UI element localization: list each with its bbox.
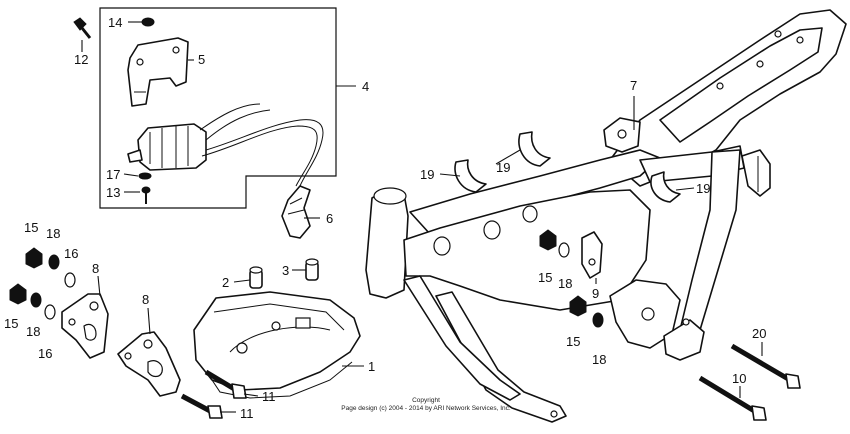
- callout-18-right-lower: 18: [592, 352, 606, 367]
- callout-14: 14: [108, 15, 122, 30]
- engine-mount-bracket-upper: [61, 293, 109, 359]
- nut-15-right-upper: [539, 229, 557, 251]
- nut-14: [141, 17, 155, 27]
- callout-18-right-upper: 18: [558, 276, 572, 291]
- callout-11-lower: 11: [240, 406, 254, 421]
- callout-18-left-lower: 18: [26, 324, 40, 339]
- washer-18-left-upper: [48, 254, 60, 270]
- bolt-12: [73, 17, 92, 39]
- callout-7: 7: [630, 78, 637, 93]
- callout-2: 2: [222, 275, 229, 290]
- washer-16-left-upper: [64, 272, 76, 288]
- nut-15-right-lower: [569, 295, 587, 317]
- washer-17: [138, 172, 152, 180]
- callout-20: 20: [752, 326, 766, 341]
- washer-16-left-lower: [44, 304, 56, 320]
- engine-mount-bracket-lower: [117, 331, 181, 397]
- callout-9: 9: [592, 286, 599, 301]
- bolt-11-lower: [180, 393, 223, 419]
- callout-12: 12: [74, 52, 88, 67]
- copyright-notice: Copyright Page design (c) 2004 - 2014 by…: [341, 397, 511, 412]
- collar-2: [249, 266, 263, 289]
- callout-1: 1: [368, 359, 375, 374]
- callout-8-lower: 8: [142, 292, 149, 307]
- copyright-line-2: Page design (c) 2004 - 2014 by ARI Netwo…: [341, 405, 511, 412]
- callout-4: 4: [362, 79, 369, 94]
- callouts: 14 12 5 4 17 13 6 7 19 19 19 15 18 16 8 …: [4, 15, 766, 421]
- callout-19-right: 19: [696, 181, 710, 196]
- callout-15-left-lower: 15: [4, 316, 18, 331]
- callout-3: 3: [282, 263, 289, 278]
- copyright-line-1: Copyright: [412, 397, 440, 404]
- nut-15-left-upper: [25, 247, 43, 269]
- spark-plug-cap: [281, 185, 311, 239]
- callout-8-upper: 8: [92, 261, 99, 276]
- bracket-9: [581, 231, 603, 279]
- coil-bracket: [127, 37, 189, 107]
- callout-10: 10: [732, 371, 746, 386]
- callout-19-left: 19: [420, 167, 434, 182]
- callout-13: 13: [106, 185, 120, 200]
- callout-16-left-upper: 16: [64, 246, 78, 261]
- washer-18-right-lower: [592, 312, 604, 328]
- ignition-coil-group-box: [99, 7, 356, 209]
- bolt-20: [730, 343, 801, 389]
- bolt-11-upper: [204, 369, 247, 399]
- callout-17: 17: [106, 167, 120, 182]
- leader-lines: [81, 21, 763, 413]
- callout-6: 6: [326, 211, 333, 226]
- collar-3: [305, 258, 319, 281]
- callout-15-right-upper: 15: [538, 270, 552, 285]
- callout-11-upper: 11: [262, 389, 276, 404]
- callout-18-left-upper: 18: [46, 226, 60, 241]
- wire-clamps: [454, 131, 681, 203]
- callout-15-right-lower: 15: [566, 334, 580, 349]
- skid-plate: [193, 291, 361, 399]
- main-frame: [365, 9, 847, 423]
- callout-15-left-upper: 15: [24, 220, 38, 235]
- washer-18-right-upper: [558, 242, 570, 258]
- ignition-coil: [127, 103, 324, 187]
- callout-19-middle: 19: [496, 160, 510, 175]
- screw-13: [141, 186, 151, 204]
- callout-16-left-lower: 16: [38, 346, 52, 361]
- nut-15-left-lower: [9, 283, 27, 305]
- bolt-10: [698, 375, 767, 421]
- washer-18-left-lower: [30, 292, 42, 308]
- callout-5: 5: [198, 52, 205, 67]
